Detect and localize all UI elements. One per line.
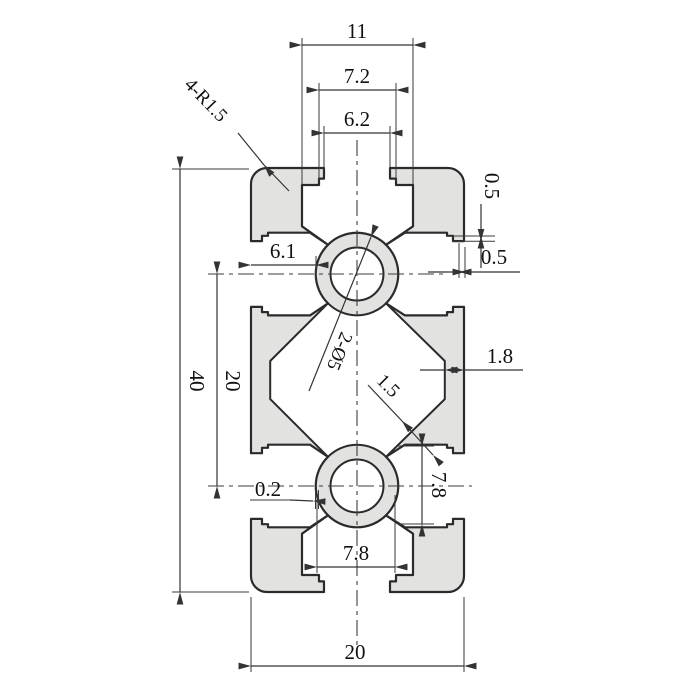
dimension-label: 0.5 — [480, 173, 504, 199]
dimension-label: 11 — [347, 19, 367, 43]
dimension-top-slot-mid-width: 7.2 — [306, 64, 409, 181]
leader-line — [289, 498, 326, 505]
dimension-top-slot-opening-width: 6.2 — [311, 107, 403, 171]
dimension-boss-width-horizontal: 7.8 — [304, 495, 408, 573]
leader-line — [237, 132, 275, 177]
leader-line — [308, 224, 379, 392]
leader-line — [401, 420, 444, 467]
dimension-overall-width: 20 — [238, 597, 477, 672]
dimension-label: 4-R1.5 — [180, 74, 231, 126]
dimension-lip-step-horizontal: 0.5 — [428, 243, 520, 278]
dimension-label: 7.8 — [343, 541, 369, 565]
dimension-lip-step-vertical: 0.5 — [447, 173, 504, 268]
dimension-label: 7.8 — [427, 472, 451, 498]
dimension-label: 6.1 — [270, 239, 296, 263]
dimension-label: 6.2 — [344, 107, 370, 131]
dimension-label: 40 — [185, 371, 209, 392]
dimension-wall-thickness: 1.8 — [420, 344, 523, 374]
centerlines — [208, 140, 472, 648]
leader-tail — [263, 164, 290, 192]
dimension-label: 0.2 — [255, 477, 281, 501]
dimension-hole-pitch: 20 — [213, 261, 245, 499]
dimension-label: 0.5 — [481, 245, 507, 269]
dimension-overall-height: 40 — [172, 156, 249, 605]
dimension-corner-radius-callout: 4-R1.5 — [180, 74, 290, 192]
leader-line — [367, 384, 413, 433]
dimension-label: 1.8 — [487, 344, 513, 368]
dimension-edge-offset: 0.2 — [250, 477, 326, 509]
dimension-label: 20 — [345, 640, 366, 664]
dimension-boss-width-vertical: 7.8 — [398, 433, 451, 537]
dimension-top-slot-outer-width: 11 — [289, 19, 426, 184]
dimension-label: 20 — [221, 371, 245, 392]
dimension-side-slot-depth: 6.1 — [238, 239, 329, 278]
dimension-label: 7.2 — [344, 64, 370, 88]
